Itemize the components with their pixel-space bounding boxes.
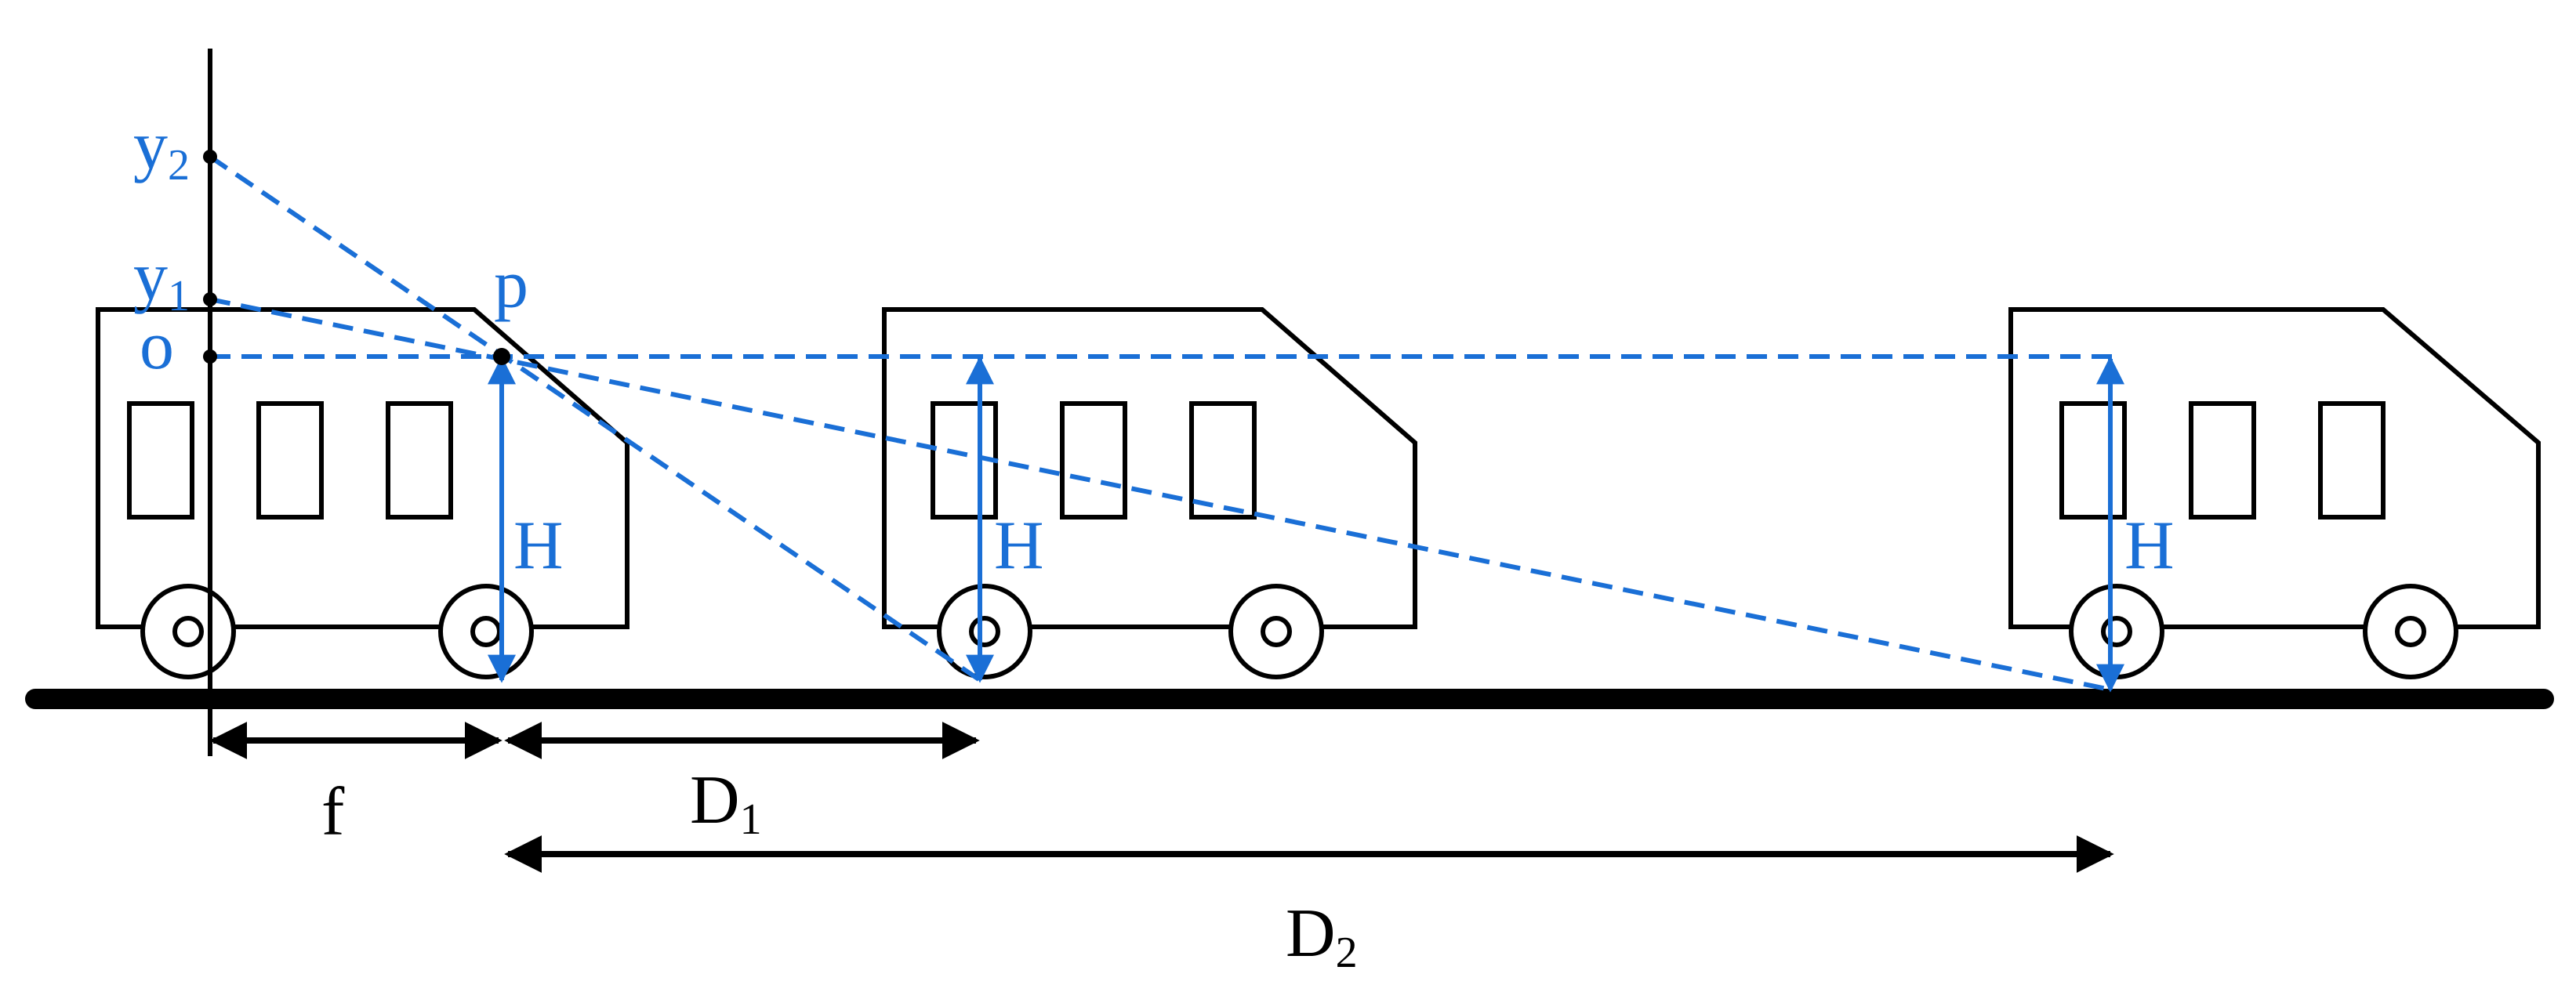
label-h-2: H bbox=[994, 508, 1044, 584]
bus-3 bbox=[2008, 307, 2541, 679]
height-arrows bbox=[488, 356, 2124, 693]
label-y2: y2 bbox=[133, 108, 190, 190]
ray-y1-to-d2 bbox=[209, 297, 2111, 692]
bus-1 bbox=[96, 307, 629, 679]
label-d2: D2 bbox=[1286, 896, 1358, 977]
point-p bbox=[493, 348, 510, 365]
projection-rays bbox=[209, 154, 2117, 692]
label-f: f bbox=[321, 774, 345, 850]
label-y1: y1 bbox=[133, 239, 190, 320]
label-h-1: H bbox=[513, 508, 564, 584]
point-o bbox=[203, 349, 217, 364]
point-y1 bbox=[203, 292, 217, 306]
point-y2 bbox=[203, 150, 217, 164]
label-o: o bbox=[140, 308, 174, 384]
label-d1: D1 bbox=[690, 762, 762, 844]
distance-arrows bbox=[209, 722, 2114, 873]
label-p: p bbox=[494, 247, 528, 323]
bus-2 bbox=[882, 307, 1417, 679]
label-h-3: H bbox=[2124, 508, 2175, 584]
